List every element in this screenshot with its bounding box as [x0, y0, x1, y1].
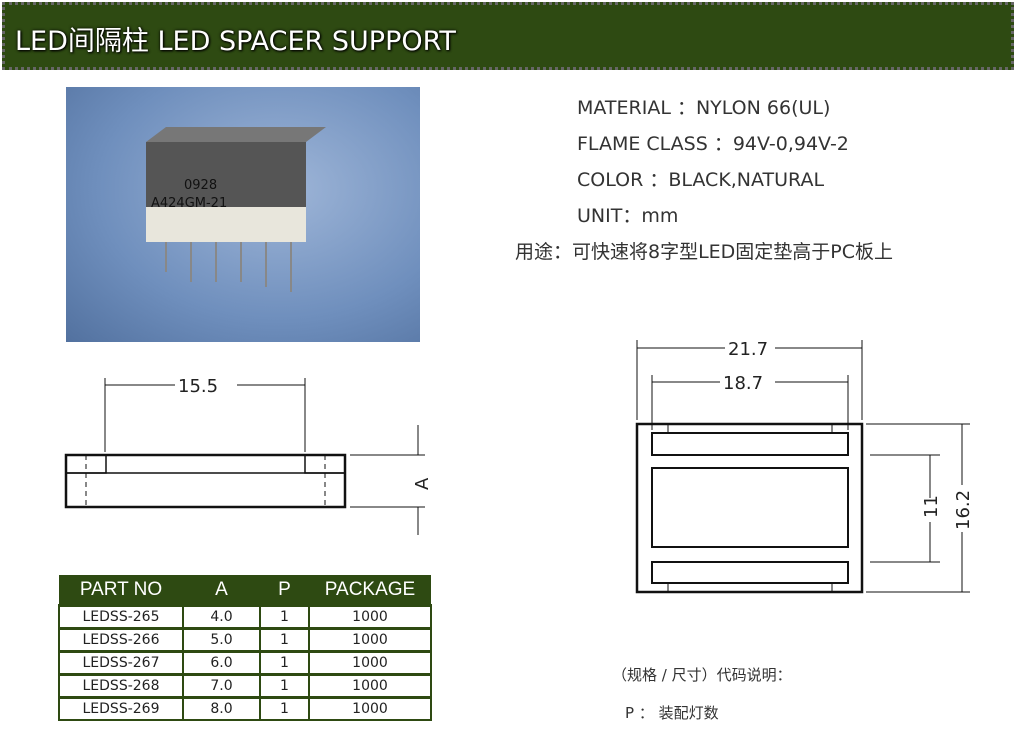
spec-flame-class: FLAME CLASS ：94V-0,94V-2: [577, 133, 849, 155]
dim-width-15-5: 15.5: [178, 376, 218, 397]
dim-outer-height: 16.2: [953, 490, 974, 530]
spec-usage: 用途：可快速将8字型LED固定垫高于PC板上: [515, 241, 894, 263]
cell-package: 1000: [308, 650, 432, 676]
led-display-illustration: 0928 A424GM-21: [146, 127, 326, 292]
top-view-drawing: [635, 340, 970, 594]
cell-part: LEDSS-265: [58, 604, 184, 630]
cell-p: 1: [259, 650, 310, 676]
notes-title: （规格 / 尺寸）代码说明：: [612, 666, 792, 684]
cell-p: 1: [259, 627, 310, 653]
col-p: P: [260, 575, 309, 606]
photo-label-part: A424GM-21: [151, 196, 227, 211]
cell-p: 1: [259, 604, 310, 630]
title-banner: LED间隔柱 LED SPACER SUPPORT: [2, 2, 1014, 70]
dim-inner-width: 18.7: [723, 373, 763, 394]
spec-color: COLOR ：BLACK,NATURAL: [577, 169, 825, 191]
cell-a: 5.0: [182, 627, 261, 653]
cell-package: 1000: [308, 696, 432, 721]
spec-unit: UNIT：mm: [577, 205, 679, 227]
spec-material: MATERIAL ：NYLON 66(UL): [577, 97, 831, 119]
cell-part: LEDSS-268: [58, 673, 184, 699]
product-photo: 0928 A424GM-21: [66, 87, 420, 342]
col-package: PACKAGE: [309, 575, 431, 606]
cell-package: 1000: [308, 673, 432, 699]
page-title: LED间隔柱 LED SPACER SUPPORT: [15, 26, 456, 57]
dim-height-a: A: [412, 477, 433, 490]
cell-a: 4.0: [182, 604, 261, 630]
led-body: [146, 142, 306, 207]
cell-a: 8.0: [182, 696, 261, 721]
col-part-no: PART NO: [59, 575, 183, 606]
cell-p: 1: [259, 673, 310, 699]
side-view-drawing: [64, 378, 425, 535]
cell-package: 1000: [308, 604, 432, 630]
dim-outer-width: 21.7: [728, 339, 768, 360]
cell-a: 6.0: [182, 650, 261, 676]
cell-p: 1: [259, 696, 310, 721]
cell-part: LEDSS-266: [58, 627, 184, 653]
cell-a: 7.0: [182, 673, 261, 699]
cell-package: 1000: [308, 627, 432, 653]
col-a: A: [183, 575, 260, 606]
cell-part: LEDSS-267: [58, 650, 184, 676]
photo-label-code: 0928: [184, 178, 217, 193]
notes-p: P ： 装配灯数: [625, 704, 719, 722]
cell-part: LEDSS-269: [58, 696, 184, 721]
dim-inner-height: 11: [921, 495, 942, 518]
